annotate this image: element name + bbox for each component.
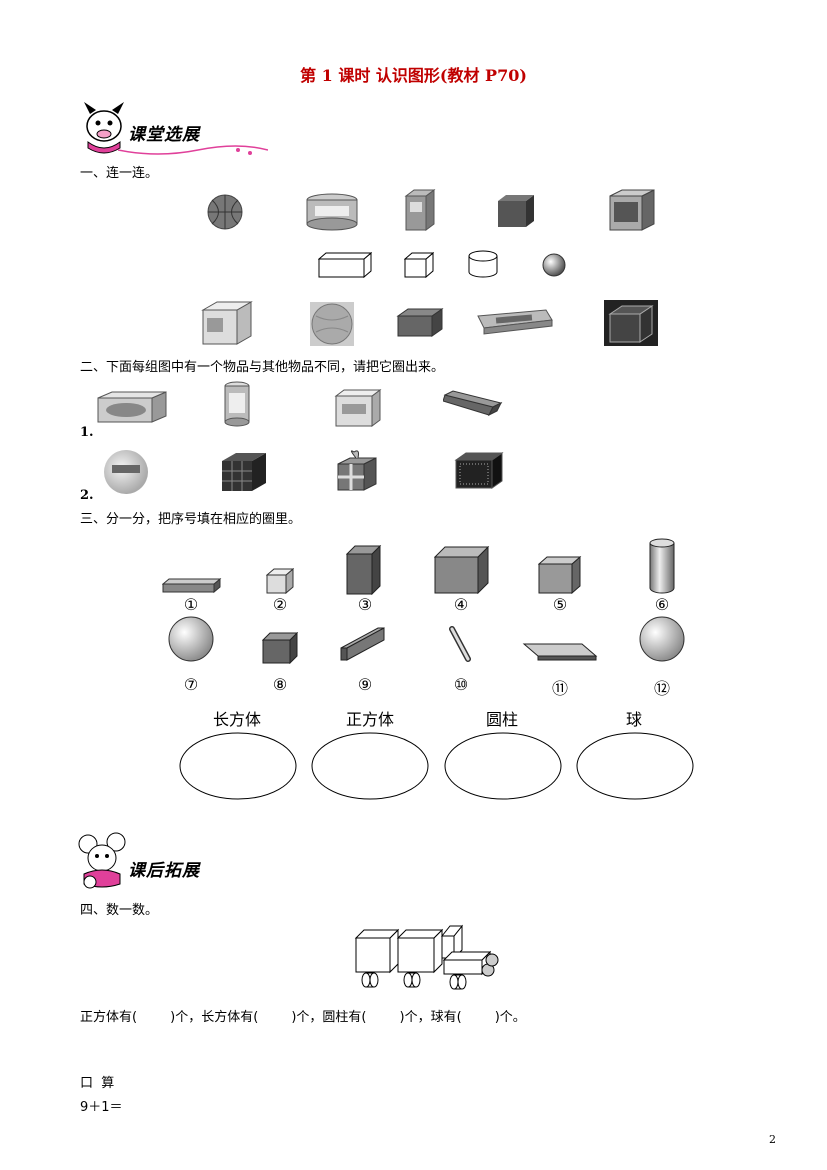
cube-outline-icon — [404, 252, 434, 278]
shape-label-7: ⑦ — [183, 675, 199, 694]
tissue-box-icon — [201, 301, 253, 345]
shape-label-1: ① — [183, 595, 199, 614]
shape-label-8: ⑧ — [272, 675, 288, 694]
shape-label-10: ⑩ — [453, 675, 469, 694]
question-1: 一、连一连。 — [80, 166, 159, 181]
medicine-box-icon — [334, 389, 382, 427]
cartoon-mouse-icon — [78, 832, 126, 889]
category-cube-label: 正方体 — [345, 710, 394, 729]
dark-gift-box-icon — [604, 300, 658, 346]
can-icon — [224, 381, 250, 427]
cylinder-icon — [649, 538, 675, 594]
q2-row-2-label: 2. — [80, 488, 94, 503]
sphere-2-icon — [639, 616, 685, 662]
basketball-icon — [207, 194, 243, 230]
oral-calc-item: 9＋1＝ — [80, 1100, 123, 1115]
dark-small-cube-icon — [262, 632, 298, 664]
shape-label-9: ⑨ — [357, 675, 373, 694]
cartoon-cow-icon — [84, 102, 124, 154]
oral-calc-title: 口 算 — [80, 1076, 115, 1091]
answer-ellipse-cube[interactable] — [310, 731, 430, 801]
answer-ellipse-sphere[interactable] — [575, 731, 695, 801]
shape-label-3: ③ — [357, 595, 373, 614]
answer-ellipse-cuboid[interactable] — [178, 731, 298, 801]
shape-label-4: ④ — [453, 595, 469, 614]
sphere-icon — [542, 253, 566, 277]
ribbon-decoration-icon — [118, 145, 268, 155]
dark-cube-icon — [498, 195, 534, 227]
cuboid-outline-icon — [318, 252, 372, 278]
shape-label-6: ⑥ — [654, 595, 670, 614]
question-4: 四、数一数。 — [80, 903, 159, 918]
shape-label-2: ② — [272, 595, 288, 614]
category-cylinder-label: 圆柱 — [485, 710, 518, 729]
q2-row-1-label: 1. — [80, 425, 94, 440]
flat-board-icon — [522, 643, 598, 661]
small-cube-icon — [266, 568, 294, 594]
section-badge-1-label: 课堂选展 — [128, 125, 200, 145]
milk-carton-icon — [404, 189, 436, 231]
category-cuboid-label: 长方体 — [212, 710, 261, 729]
section-badge-2: 课后拓展 — [76, 830, 226, 892]
ping-pong-ball-icon — [104, 450, 148, 494]
page-number: 2 — [769, 1133, 776, 1146]
shape-label-11: ⑪ — [551, 679, 568, 698]
ball-icon — [310, 302, 354, 346]
section-badge-1: 课堂选展 — [78, 96, 268, 160]
answer-ellipse-cylinder[interactable] — [443, 731, 563, 801]
tall-cuboid-icon — [346, 545, 382, 595]
shape-label-5: ⑤ — [552, 595, 568, 614]
canned-food-icon — [306, 193, 358, 231]
question-3: 三、分一分，把序号填在相应的圈里。 — [80, 512, 302, 527]
thin-rod-icon — [449, 626, 471, 662]
block-train-figure — [354, 924, 499, 990]
wrapped-gift-icon — [337, 450, 377, 491]
toothpaste-box-icon — [477, 309, 553, 335]
flat-bar-icon — [162, 578, 222, 594]
long-box-icon — [443, 390, 503, 417]
gift-box-icon — [609, 189, 655, 231]
section-badge-2-label: 课后拓展 — [128, 861, 200, 881]
shape-label-12: ⑫ — [653, 679, 670, 698]
cylinder-outline-icon — [468, 250, 498, 278]
question-4-answer[interactable]: 正方体有( )个，长方体有( )个，圆柱有( )个，球有( )个。 — [80, 1010, 526, 1025]
rubiks-cube-icon — [222, 453, 266, 491]
brick-icon — [396, 308, 444, 337]
long-beam-icon — [340, 627, 385, 661]
page-title: 第 1 课时 认识图形(教材 P70) — [300, 66, 527, 85]
large-sphere-icon — [168, 616, 214, 662]
soap-box-icon — [97, 391, 167, 423]
large-cube-icon — [434, 546, 490, 594]
mesh-box-icon — [454, 452, 504, 489]
question-2: 二、下面每组图中有一个物品与其他物品不同，请把它圈出来。 — [80, 360, 445, 375]
medium-cube-icon — [538, 556, 582, 594]
category-sphere-label: 球 — [625, 710, 642, 729]
